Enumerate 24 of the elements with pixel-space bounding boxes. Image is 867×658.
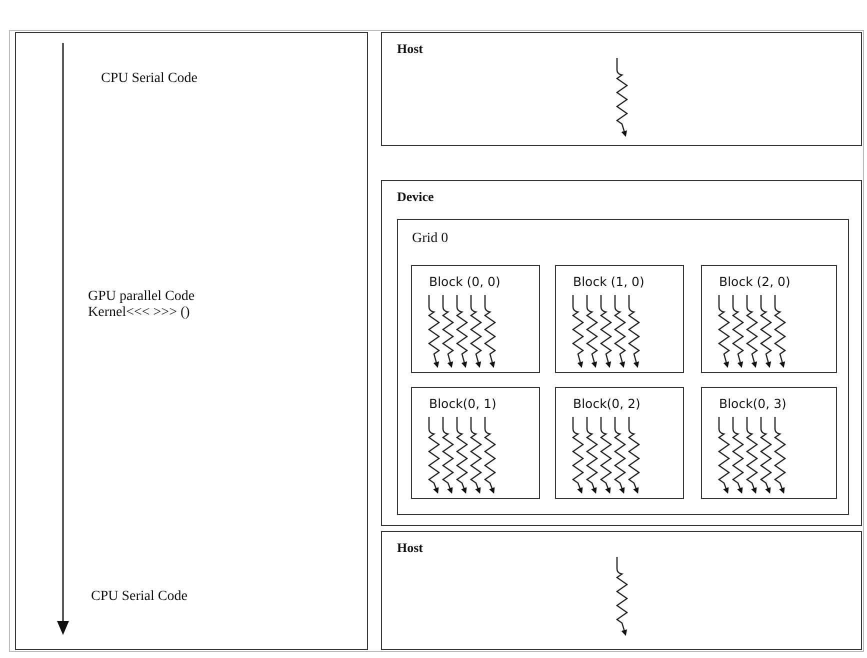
- block-box: [701, 265, 837, 373]
- block-box: [701, 387, 837, 499]
- block-box: [411, 265, 540, 373]
- block-box: [411, 387, 540, 499]
- code-phase-label: GPU parallel Code Kernel<<< >>> (): [88, 289, 196, 321]
- timeline-panel: [15, 32, 368, 650]
- host-box: [381, 32, 862, 146]
- box-title: Grid 0: [412, 231, 448, 247]
- block-title: Block (2, 0): [719, 274, 790, 289]
- block-title: Block(0, 1): [429, 396, 496, 411]
- box-title: Host: [397, 540, 423, 556]
- grid-box: [397, 219, 849, 515]
- code-phase-label: CPU Serial Code: [91, 589, 188, 605]
- block-box: [555, 265, 684, 373]
- host-box: [381, 531, 862, 650]
- block-title: Block(0, 3): [719, 396, 786, 411]
- box-title: Device: [397, 189, 434, 205]
- block-box: [555, 387, 684, 499]
- block-title: Block (1, 0): [573, 274, 644, 289]
- code-phase-label: CPU Serial Code: [101, 71, 198, 87]
- box-title: Host: [397, 41, 423, 57]
- block-title: Block (0, 0): [429, 274, 500, 289]
- block-title: Block(0, 2): [573, 396, 640, 411]
- device-box: [381, 180, 862, 526]
